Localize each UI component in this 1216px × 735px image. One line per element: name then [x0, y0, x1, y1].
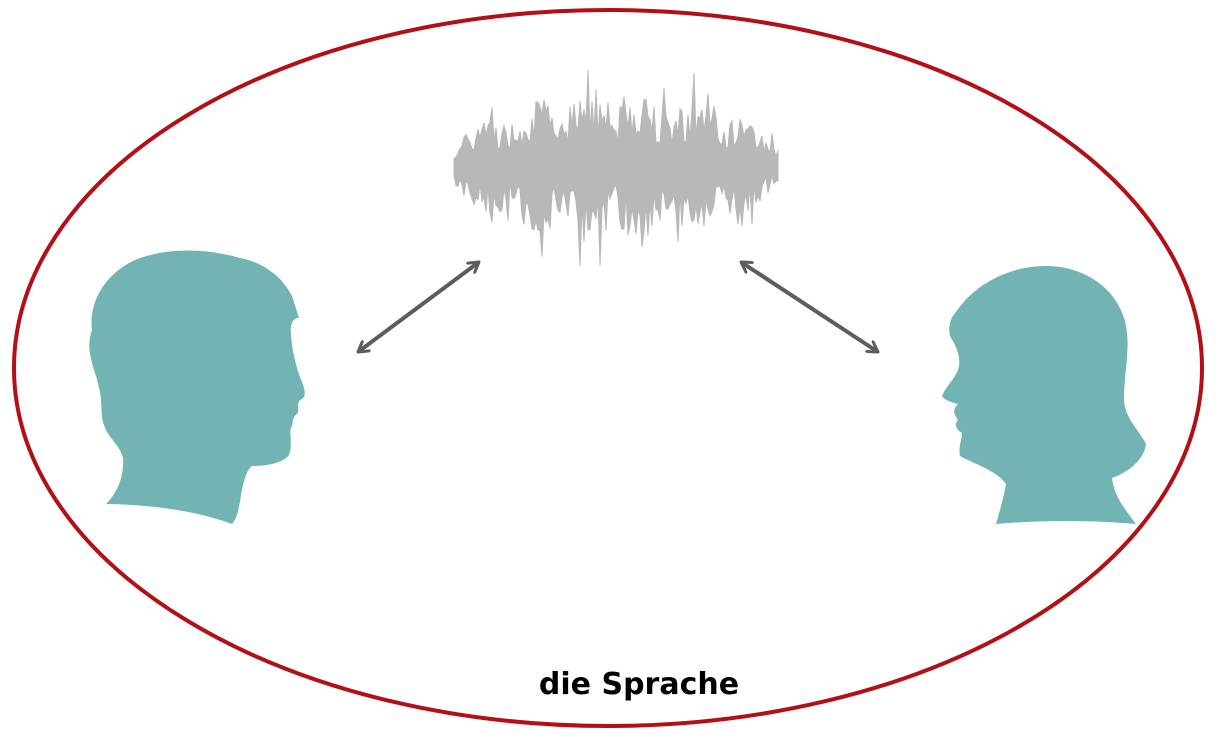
right-link-arrow [741, 260, 878, 354]
sound-waveform-icon [453, 69, 779, 267]
female-head-silhouette-icon [942, 266, 1146, 524]
left-link-arrow [358, 260, 479, 354]
diagram-caption: die Sprache [539, 667, 739, 702]
male-head-silhouette-icon [89, 250, 305, 524]
outer-frame [12, 8, 1204, 728]
